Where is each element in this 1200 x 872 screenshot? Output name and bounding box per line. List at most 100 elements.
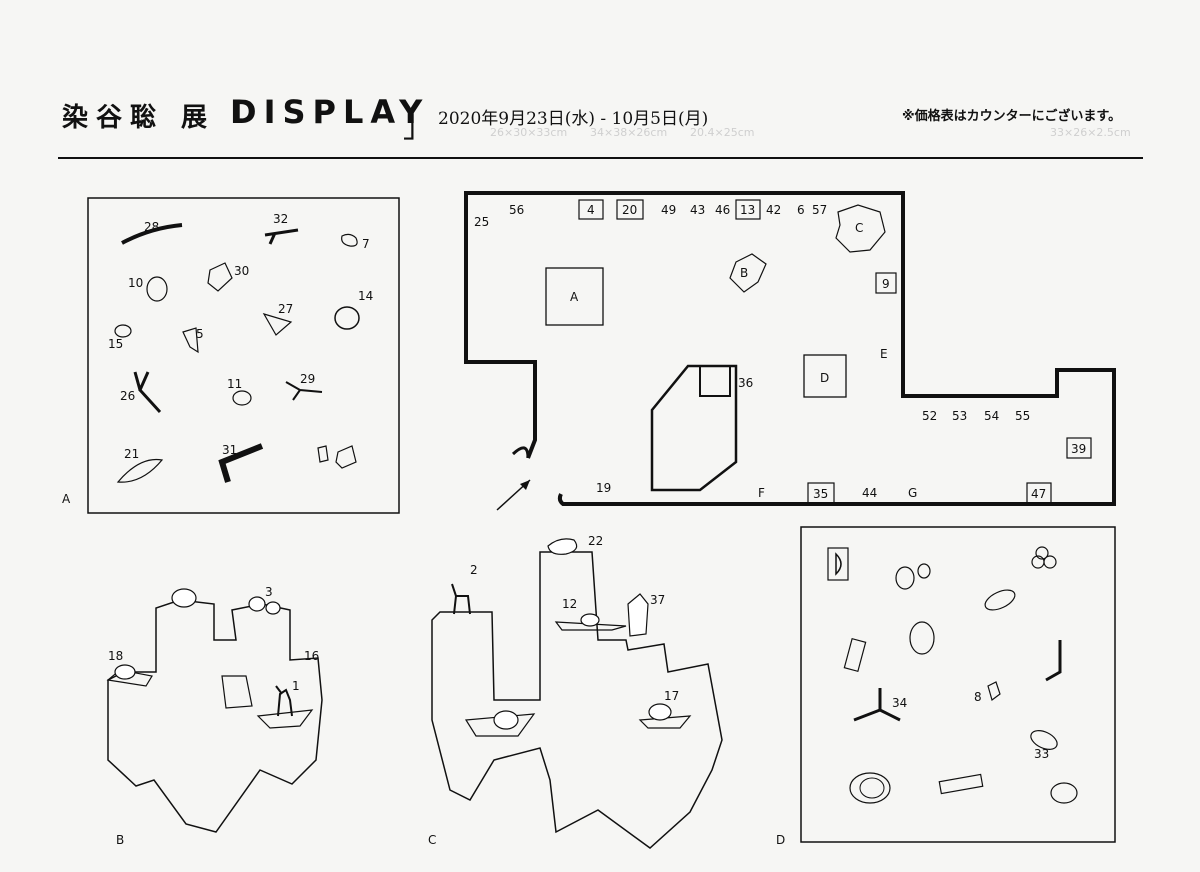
work-22-shape [547,538,578,555]
work-d-large-oval [849,772,891,804]
work-28-shape [121,223,183,245]
work-8-shape [987,681,1001,702]
work-11-label: 11 [227,377,242,391]
title-bracket-close: 」 [403,110,433,145]
work-d-oval-3 [984,589,1016,611]
work-47-label: 47 [1031,487,1046,501]
work-9-box [875,272,897,294]
work-3-label: 3 [265,585,273,599]
panel-a-label: A [62,492,71,506]
work-7-shape [341,233,358,247]
work-7-label: 7 [362,237,370,251]
work-37-label: 37 [650,593,665,607]
panel-b-top-object [171,588,197,608]
work-21-label: 21 [124,447,139,461]
zone-d-block [803,354,847,398]
work-22-label: 22 [588,534,603,548]
zone-c-shape [835,204,886,253]
zone-e-label: E [880,347,888,361]
work-16-label: 16 [304,649,319,663]
work-d-plank [938,773,984,795]
work-13-box [735,199,761,220]
work-d-oval-2 [917,563,931,579]
panel-c-plinths [431,551,723,849]
work-d-rect [827,547,849,581]
panel-d-label: D [776,833,785,847]
work-1-label: 1 [292,679,300,693]
work-d-oval-1 [895,566,915,590]
panel-c-stand-top [554,621,627,631]
work-44-label: 44 [862,486,877,500]
work-d-rect-2 [843,637,867,673]
exhibition-title: DISPLAY [230,93,430,131]
work-33-shape [1030,730,1058,750]
work-14-shape [334,306,360,330]
work-10-label: 10 [128,276,143,290]
work-d-symbol [835,552,842,576]
work-27-shape [262,313,293,336]
work-11-shape [232,390,252,406]
zone-c-label: C [855,221,863,235]
work-5-shape [182,327,199,354]
work-43-label: 43 [690,203,705,217]
zone-a-label: A [570,290,579,304]
work-9-label: 9 [882,277,890,291]
work-12-shape [580,613,600,627]
work-d-cluster-c [1031,555,1045,569]
work-33-label: 33 [1034,747,1049,761]
zone-a-block [545,267,604,326]
zone-g-label: G [908,486,917,500]
work-d-small-oval [1050,782,1078,804]
work-31-label: 31 [222,443,237,457]
work-d-cluster-a [1035,546,1049,560]
zone-d-label: D [820,371,829,385]
display-island [650,364,738,492]
work-6-label: 6 [797,203,805,217]
work-28-label: 28 [144,220,159,234]
work-31-shape [218,443,264,483]
header-rule [58,157,1143,159]
work-1-figure [275,685,293,717]
price-list-note: ※価格表はカウンターにございます。 [902,109,1122,124]
work-53-label: 53 [952,409,967,423]
panel-b-stand [256,709,314,729]
work-19-label: 19 [596,481,611,495]
work-25-label: 25 [474,215,489,229]
work-d-large-oval-inner [859,777,885,799]
work-35-box [807,482,835,504]
work-2-figure [451,583,471,615]
work-2-label: 2 [470,563,478,577]
panel-b-block [221,675,253,709]
work-15-label: 15 [108,337,123,351]
zone-f-label: F [758,486,765,500]
work-39-box [1066,437,1092,459]
exhibition-dates: 2020年9月23日(水) - 10月5日(月) [438,109,709,129]
panel-d-frame [800,526,1116,843]
floor-plan-walls [464,191,1116,506]
work-26-shape [133,371,162,414]
work-52-label: 52 [922,409,937,423]
title-bracket-open: 「 [218,100,248,135]
work-46-label: 46 [715,203,730,217]
work-20-box [616,199,644,220]
artist-name: 染谷聡 展 [62,103,216,133]
work-13-label: 13 [740,203,755,217]
work-32-shape [264,228,299,245]
work-56-label: 56 [509,203,524,217]
floor-plan-door [511,446,530,459]
work-30-label: 30 [234,264,249,278]
work-14-label: 14 [358,289,373,303]
work-27-label: 27 [278,302,293,316]
work-5-label: 5 [196,327,204,341]
panel-b-plinths [107,599,323,833]
work-4-label: 4 [587,203,595,217]
entrance-arrow-head [520,480,530,490]
panel-c-label: C [428,833,436,847]
work-small-a [317,445,329,463]
work-54-label: 54 [984,409,999,423]
zone-b-shape [729,253,767,293]
panel-b-label: B [116,833,124,847]
work-21-shape [116,458,164,483]
work-15-shape [114,324,132,338]
